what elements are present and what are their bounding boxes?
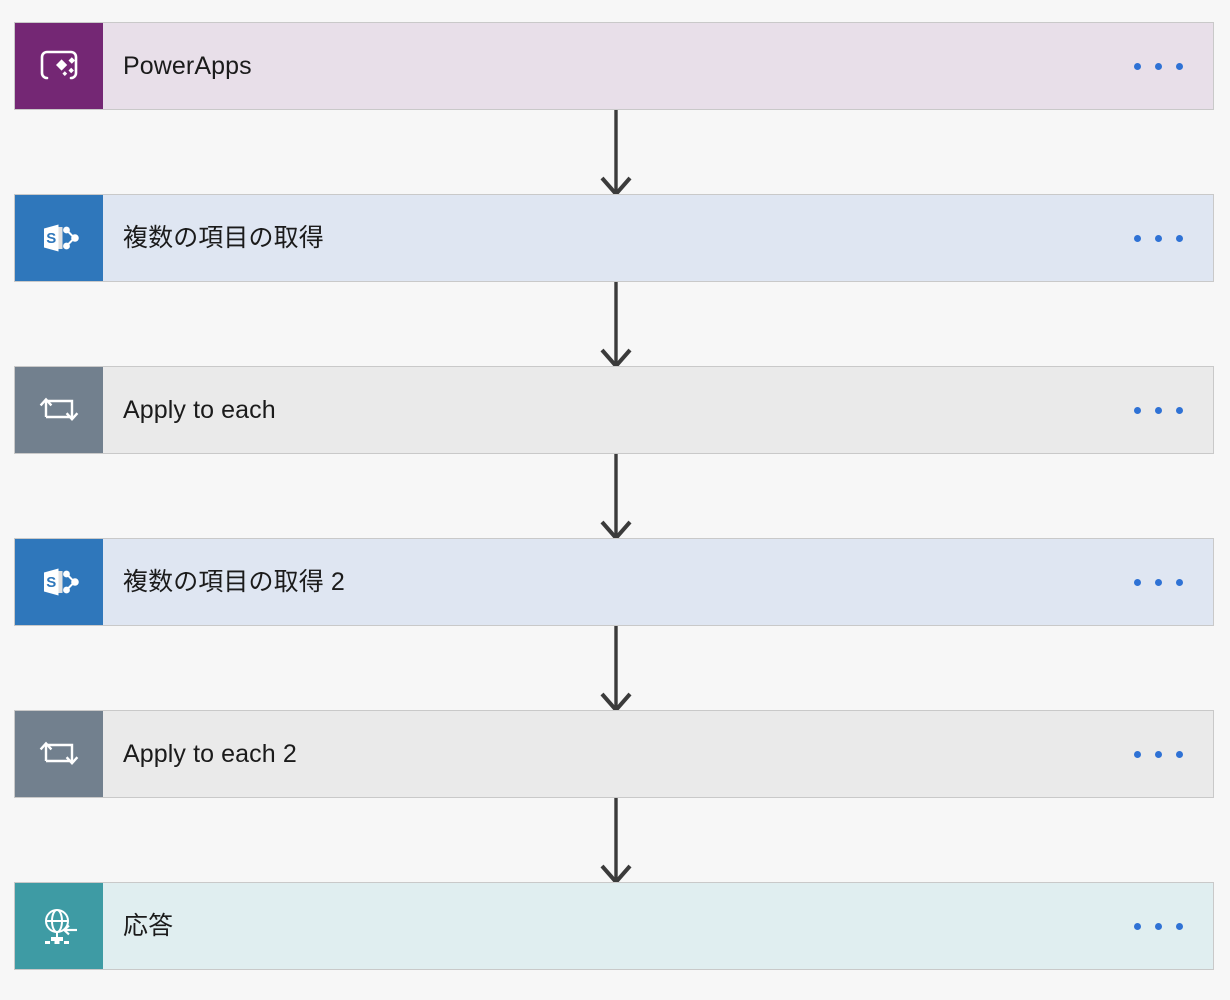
powerapps-icon xyxy=(40,50,78,80)
response-globe-icon-tile xyxy=(15,883,103,969)
more-options-dot xyxy=(1155,234,1162,242)
more-options-icon[interactable] xyxy=(1126,913,1191,940)
loop-repeat-icon xyxy=(39,397,79,421)
more-options-dot xyxy=(1155,750,1162,758)
flow-step-body[interactable]: 複数の項目の取得 xyxy=(103,195,1213,281)
more-options-dot xyxy=(1176,922,1183,930)
loop-repeat-icon-tile xyxy=(15,367,103,453)
more-options-icon[interactable] xyxy=(1126,741,1191,768)
loop-repeat-icon xyxy=(39,741,79,765)
flow-connector-arrow-icon xyxy=(594,110,638,196)
flow-step-title: 複数の項目の取得 2 xyxy=(123,568,345,596)
more-options-dot xyxy=(1176,750,1183,758)
more-options-dot xyxy=(1155,406,1162,414)
more-options-dot xyxy=(1134,234,1141,242)
flow-step-title: Apply to each xyxy=(123,396,276,424)
flow-step-title: 応答 xyxy=(123,912,174,940)
flow-connector-arrow-icon xyxy=(594,798,638,884)
more-options-dot xyxy=(1176,406,1183,414)
flow-step-card[interactable]: 応答 xyxy=(14,882,1214,970)
sharepoint-icon-tile: S xyxy=(15,539,103,625)
flow-step-body[interactable]: Apply to each xyxy=(103,367,1213,453)
powerapps-icon-tile xyxy=(15,23,103,109)
flow-step-card[interactable]: Apply to each xyxy=(14,366,1214,454)
flow-connector-arrow-icon xyxy=(594,454,638,540)
response-globe-icon xyxy=(45,909,77,944)
loop-repeat-icon-tile xyxy=(15,711,103,797)
more-options-dot xyxy=(1155,62,1162,70)
more-options-dot xyxy=(1155,578,1162,586)
svg-text:S: S xyxy=(46,574,56,591)
more-options-dot xyxy=(1155,922,1162,930)
flow-connector-arrow-icon xyxy=(594,626,638,712)
more-options-dot xyxy=(1176,234,1183,242)
flow-step-body[interactable]: 応答 xyxy=(103,883,1213,969)
more-options-dot xyxy=(1134,62,1141,70)
more-options-dot xyxy=(1134,922,1141,930)
sharepoint-icon: S xyxy=(44,224,79,252)
flow-step-card[interactable]: Apply to each 2 xyxy=(14,710,1214,798)
svg-text:S: S xyxy=(46,230,56,247)
flow-step-title: Apply to each 2 xyxy=(123,740,297,768)
flow-step-card[interactable]: S 複数の項目の取得 xyxy=(14,194,1214,282)
flow-step-card[interactable]: PowerApps xyxy=(14,22,1214,110)
flow-connector-arrow-icon xyxy=(594,282,638,368)
more-options-icon[interactable] xyxy=(1126,569,1191,596)
sharepoint-icon: S xyxy=(44,568,79,596)
more-options-dot xyxy=(1134,578,1141,586)
sharepoint-icon-tile: S xyxy=(15,195,103,281)
more-options-icon[interactable] xyxy=(1126,53,1191,80)
more-options-dot xyxy=(1176,578,1183,586)
flow-step-title: PowerApps xyxy=(123,52,252,80)
flow-step-card[interactable]: S 複数の項目の取得 2 xyxy=(14,538,1214,626)
more-options-dot xyxy=(1134,406,1141,414)
flow-step-body[interactable]: PowerApps xyxy=(103,23,1213,109)
more-options-dot xyxy=(1176,62,1183,70)
more-options-dot xyxy=(1134,750,1141,758)
flow-step-body[interactable]: Apply to each 2 xyxy=(103,711,1213,797)
flow-step-body[interactable]: 複数の項目の取得 2 xyxy=(103,539,1213,625)
flow-step-title: 複数の項目の取得 xyxy=(123,224,324,252)
more-options-icon[interactable] xyxy=(1126,225,1191,252)
more-options-icon[interactable] xyxy=(1126,397,1191,424)
